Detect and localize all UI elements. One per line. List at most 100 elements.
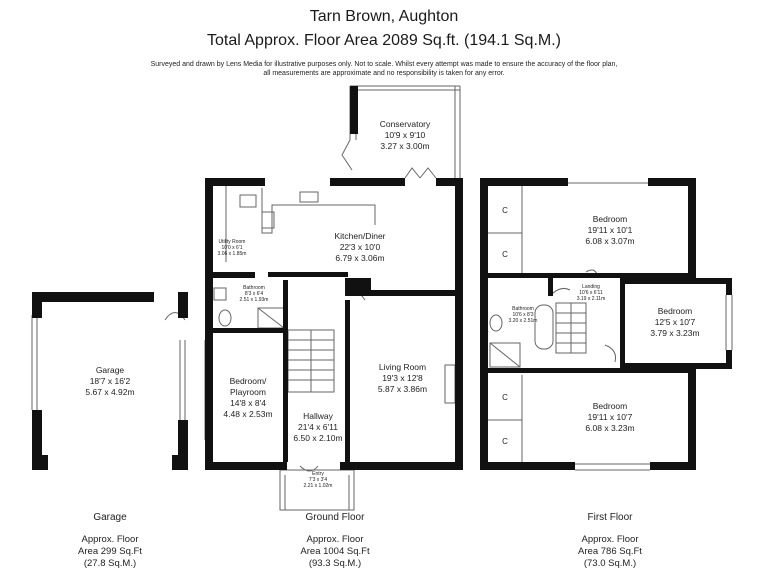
garage-wall-top-right — [178, 292, 188, 318]
room-bathroom-first: Bathroom 10'6 x 8'3 3.20 x 2.51m — [500, 306, 546, 324]
floor-summary-first: First Floor Approx. Floor Area 786 Sq.Ft… — [555, 512, 665, 570]
room-size-metric: 6.79 x 3.06m — [335, 253, 385, 263]
first-wall-top-right — [648, 178, 696, 186]
room-bathroom-ground: Bathroom 8'3 x 6'4 2.51 x 1.93m — [226, 285, 282, 303]
room-size-imperial: 19'3 x 12'8 — [382, 373, 423, 383]
first-wall-mid-lower — [488, 368, 688, 373]
first-wall-right-lower — [688, 365, 696, 470]
ground-wall-top-right — [436, 178, 462, 186]
room-name: Bathroom — [512, 306, 534, 312]
room-size-imperial: 14'8 x 8'4 — [230, 398, 266, 408]
room-landing: Landing 10'6 x 6'11 3.19 x 2.11m — [566, 284, 616, 302]
hall-wall-left — [283, 280, 288, 462]
room-living: Living Room 19'3 x 12'8 5.87 x 3.86m — [355, 362, 450, 395]
room-name: Bathroom — [243, 285, 265, 291]
floor-area-label: Approx. Floor — [81, 534, 139, 545]
garage-wall-right-lower — [178, 420, 188, 470]
cupboard-label: C — [502, 437, 508, 446]
bedroom2-box-bottom — [620, 363, 732, 369]
room-name: Living Room — [378, 362, 427, 372]
room-name: Bedroom — [592, 214, 628, 224]
room-name: Bedroom/ Playroom — [229, 376, 267, 397]
floor-area-sqft: Area 1004 Sq.Ft — [300, 546, 370, 557]
room-name: Bedroom — [592, 401, 628, 411]
garage-wall-left-lower — [32, 410, 42, 470]
garage-wall-left — [32, 292, 42, 318]
room-size-metric: 3.20 x 2.51m — [508, 318, 538, 324]
room-size-imperial: 19'11 x 10'7 — [587, 412, 633, 422]
room-name: Kitchen/Diner — [334, 231, 386, 241]
room-size-imperial: 21'4 x 6'11 — [298, 422, 338, 432]
room-bedroom-playroom: Bedroom/ Playroom 14'8 x 8'4 4.48 x 2.53… — [215, 376, 281, 420]
ground-wall-left — [205, 178, 213, 470]
floor-summary-ground: Ground Floor Approx. Floor Area 1004 Sq.… — [280, 512, 390, 570]
total-floor-area: Total Approx. Floor Area 2089 Sq.ft. (19… — [207, 32, 561, 49]
room-name: Garage — [95, 365, 125, 375]
first-wall-bottom-right — [650, 462, 696, 470]
floor-heading: Garage — [93, 512, 127, 523]
room-size-imperial: 18'7 x 16'2 — [89, 376, 131, 386]
floor-summary-garage: Garage Approx. Floor Area 299 Sq.Ft (27.… — [60, 512, 160, 570]
garage-door-pier-right — [172, 455, 188, 470]
disclaimer-line-1: Surveyed and drawn by Lens Media for ill… — [150, 61, 618, 68]
room-size-imperial: 8'3 x 6'4 — [244, 291, 264, 297]
floor-area-sqm: (73.0 Sq.M.) — [583, 558, 637, 569]
conservatory-wall — [350, 86, 358, 134]
room-size-metric: 2.51 x 1.93m — [239, 297, 269, 303]
utility-wall — [205, 272, 255, 278]
room-garage: Garage 18'7 x 16'2 5.67 x 4.92m — [60, 365, 160, 398]
room-size-imperial: 22'3 x 10'0 — [339, 242, 381, 252]
first-wall-right-upper — [688, 178, 696, 278]
bedroom2-box-right — [726, 278, 732, 295]
room-name: Utility Room — [218, 239, 246, 245]
room-size-imperial: 10'6 x 8'3 — [512, 312, 534, 318]
room-size-metric: 6.08 x 3.07m — [585, 236, 635, 246]
room-utility: Utility Room 10'0 x 6'1 3.06 x 1.85m — [214, 239, 250, 257]
room-size-imperial: 19'11 x 10'1 — [587, 225, 633, 235]
room-size-imperial: 7'3 x 3'4 — [308, 477, 328, 483]
room-entry: Entry 7'3 x 3'4 2.21 x 1.02m — [296, 471, 340, 489]
bedroom2-box-right-lower — [726, 350, 732, 369]
ground-wall-top-left — [205, 178, 265, 186]
first-wall-left — [480, 178, 488, 470]
ground-wall-top-mid — [330, 178, 405, 186]
room-size-metric: 3.06 x 1.85m — [217, 251, 247, 257]
room-bedroom-3: Bedroom 19'11 x 10'7 6.08 x 3.23m — [560, 401, 660, 434]
room-name: Entry — [312, 471, 324, 477]
kitchen-bottom-wall — [268, 272, 348, 277]
floor-heading: Ground Floor — [305, 512, 365, 523]
bathroom-bottom-wall — [205, 328, 287, 333]
floor-area-label: Approx. Floor — [581, 534, 639, 545]
room-size-metric: 6.50 x 2.10m — [293, 433, 343, 443]
room-size-metric: 3.27 x 3.00m — [380, 141, 430, 151]
room-name: Hallway — [303, 411, 333, 421]
ground-wall-bottom-right — [340, 462, 463, 470]
room-size-metric: 6.08 x 3.23m — [585, 423, 635, 433]
room-size-imperial: 10'6 x 6'11 — [579, 290, 603, 296]
cupboard-label: C — [502, 206, 508, 215]
first-wall-mid-upper — [488, 273, 688, 278]
floor-area-label: Approx. Floor — [306, 534, 364, 545]
floor-area-sqft: Area 786 Sq.Ft — [578, 546, 642, 557]
room-size-metric: 5.67 x 4.92m — [85, 387, 135, 397]
room-bedroom-1: Bedroom 19'11 x 10'1 6.08 x 3.07m — [560, 214, 660, 247]
first-wall-top-left — [480, 178, 568, 186]
room-size-imperial: 12'5 x 10'7 — [654, 317, 696, 327]
floor-heading: First Floor — [587, 512, 633, 523]
bedroom2-box-left — [620, 278, 625, 369]
room-name: Landing — [582, 284, 600, 290]
disclaimer-line-2: all measurements are approximate and no … — [263, 70, 505, 77]
room-size-metric: 3.79 x 3.23m — [650, 328, 700, 338]
hall-wall-right — [345, 300, 350, 462]
room-name: Conservatory — [379, 119, 431, 129]
bathroom-first-right — [548, 278, 553, 296]
floor-area-sqft: Area 299 Sq.Ft — [78, 546, 142, 557]
ground-wall-right — [455, 178, 463, 470]
room-size-metric: 5.87 x 3.86m — [377, 384, 428, 394]
room-size-metric: 2.21 x 1.02m — [303, 483, 333, 489]
kitchen-divider — [362, 290, 456, 296]
room-size-imperial: 10'9 x 9'10 — [384, 130, 426, 140]
garage-door-pier-left — [32, 455, 48, 470]
room-conservatory: Conservatory 10'9 x 9'10 3.27 x 3.00m — [355, 119, 455, 152]
